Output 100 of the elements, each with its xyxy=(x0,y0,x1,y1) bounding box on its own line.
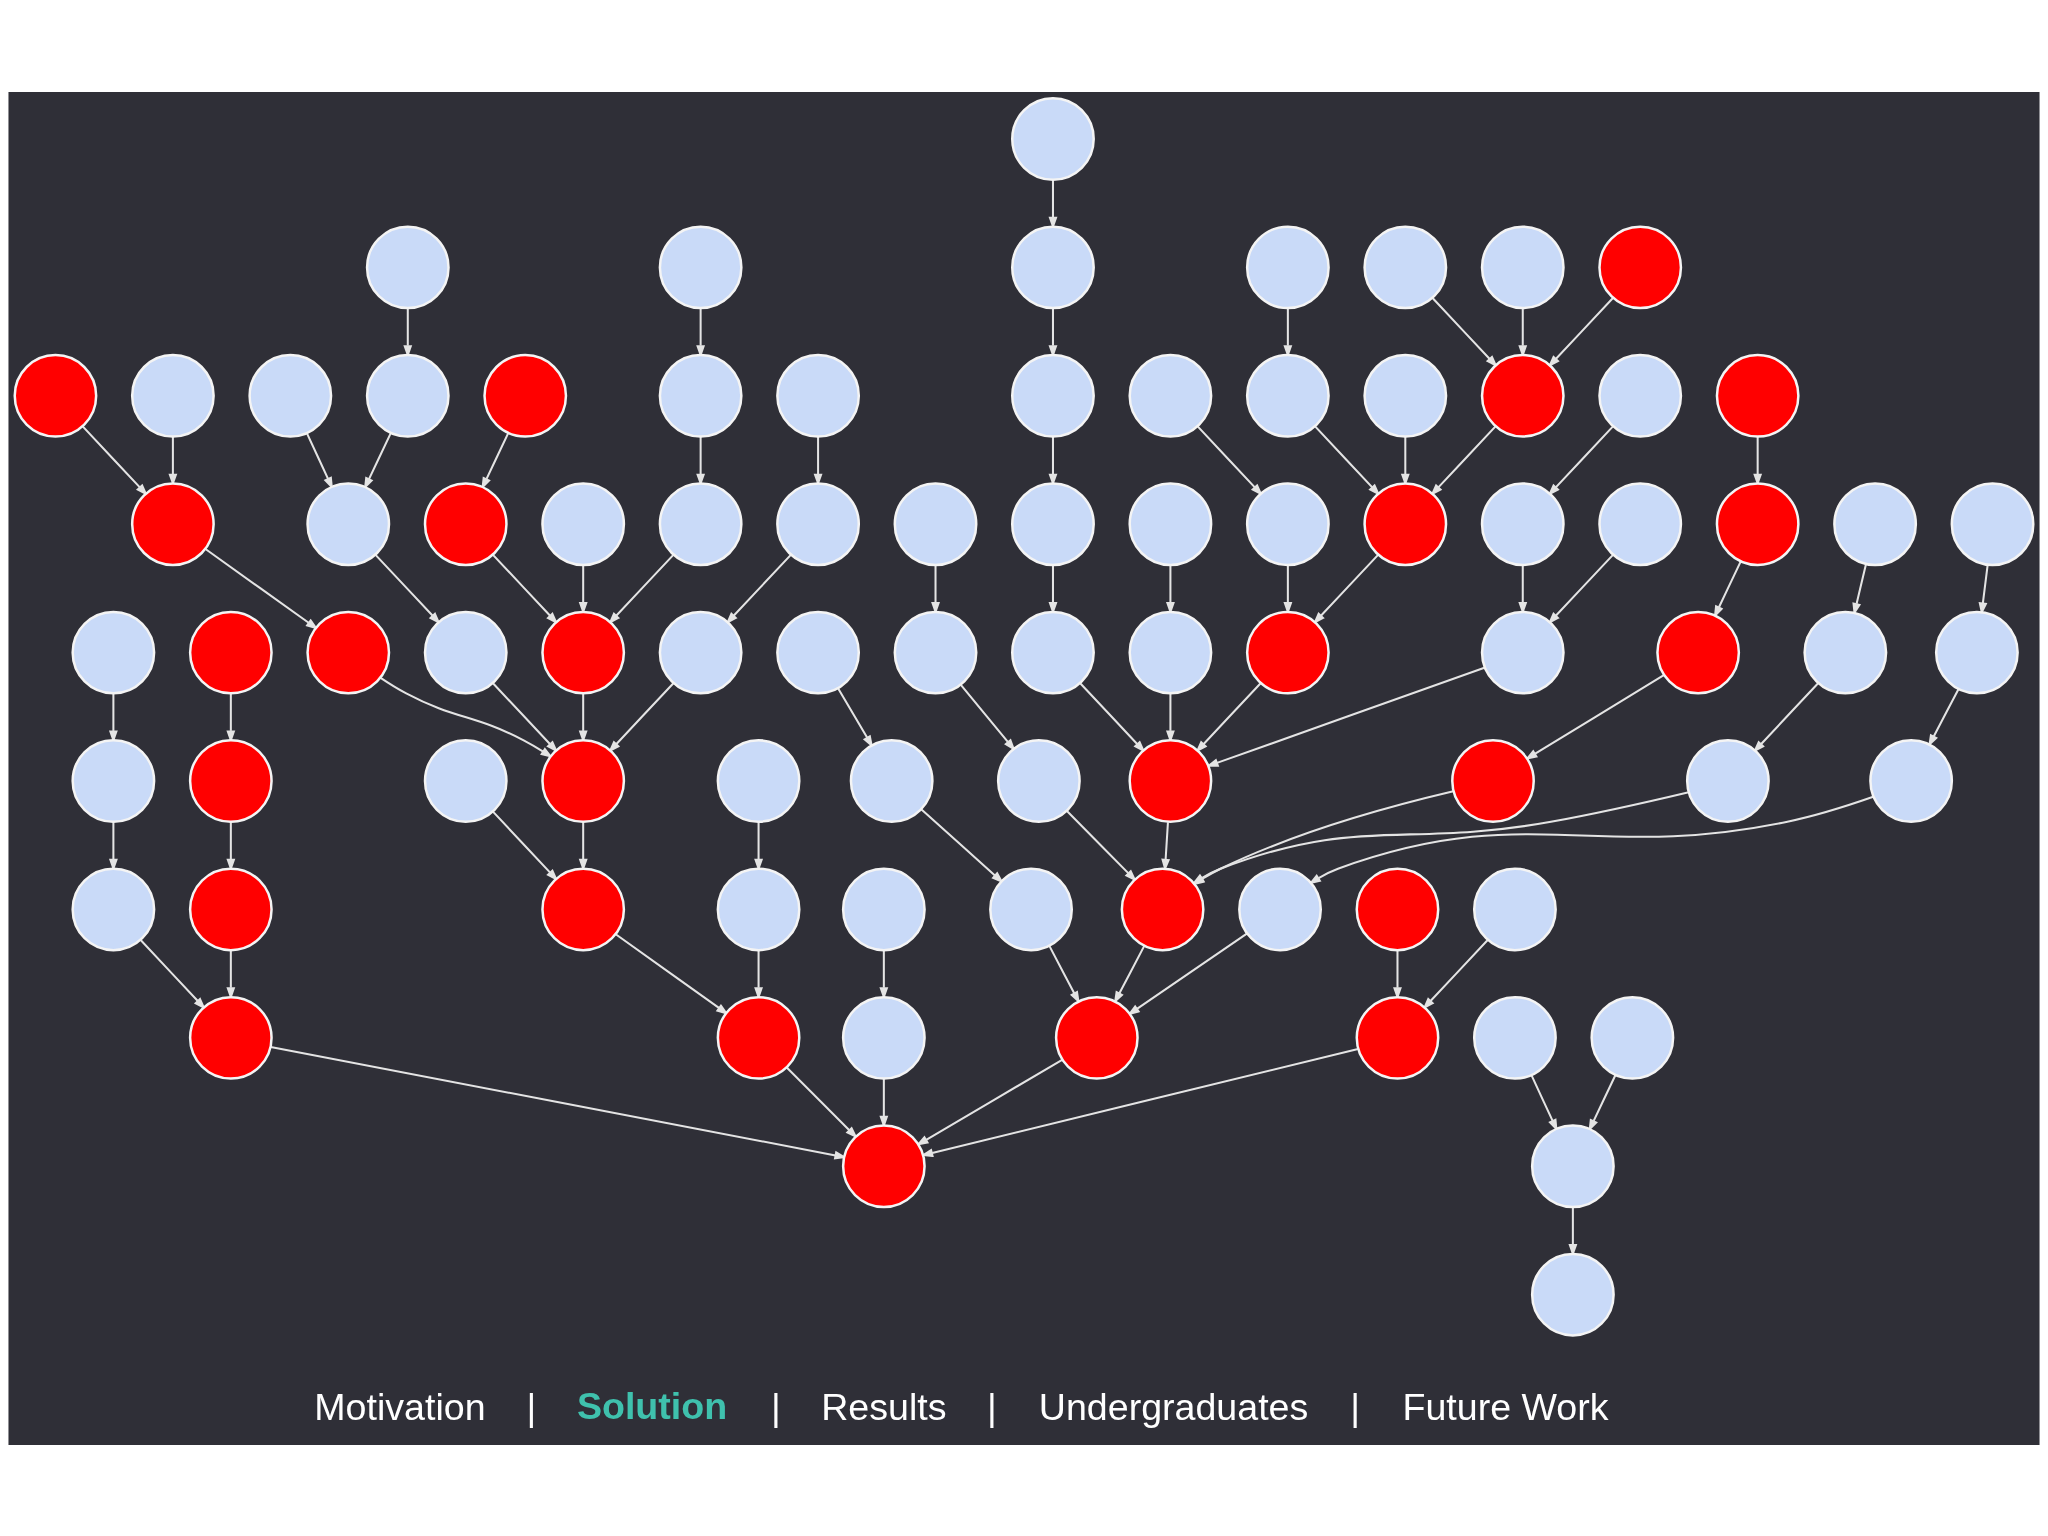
label: | xyxy=(987,1385,997,1428)
node-circle xyxy=(1715,353,1800,438)
arrow xyxy=(1530,1074,1558,1132)
label: Solution xyxy=(576,1384,728,1427)
node-circle xyxy=(1869,738,1954,823)
arrow xyxy=(492,810,559,881)
arrow xyxy=(837,687,874,748)
arrow xyxy=(1547,425,1614,496)
node-circle xyxy=(1472,866,1557,951)
node-circle xyxy=(716,738,801,823)
node-circle xyxy=(658,224,743,309)
arrow xyxy=(204,547,319,630)
arrow xyxy=(1547,296,1614,368)
node-circle xyxy=(1363,353,1448,438)
node-circle xyxy=(13,353,98,438)
label: | xyxy=(526,1385,537,1428)
node-circle xyxy=(248,353,333,438)
node-circle xyxy=(188,866,273,951)
node-circle xyxy=(71,866,156,951)
arrow xyxy=(1431,296,1498,368)
node-circle xyxy=(1530,1252,1615,1337)
node-circle xyxy=(776,610,861,695)
label: Undergraduates xyxy=(1038,1385,1309,1428)
arrow xyxy=(1066,809,1137,882)
node-circle xyxy=(1598,353,1683,438)
arrow xyxy=(81,425,148,496)
node-circle xyxy=(1472,995,1557,1080)
node-circle xyxy=(776,481,861,566)
arrow xyxy=(1928,688,1960,747)
arrow xyxy=(492,682,559,753)
arrow xyxy=(1196,425,1263,496)
arrow xyxy=(608,682,675,753)
arrow xyxy=(1079,682,1146,753)
node-circle xyxy=(1656,610,1741,695)
node-circle xyxy=(841,995,926,1080)
arrow xyxy=(786,1066,858,1139)
label: Motivation xyxy=(314,1385,486,1428)
node-circle xyxy=(423,738,508,823)
node-circle xyxy=(1011,353,1095,438)
node-circle xyxy=(71,738,156,823)
arrow xyxy=(1752,682,1819,753)
arrow xyxy=(960,684,1016,751)
arrow xyxy=(1430,425,1497,496)
node-circle xyxy=(1833,481,1918,566)
arrow xyxy=(615,932,729,1015)
node-circle xyxy=(716,866,801,951)
node-circle xyxy=(1598,224,1683,309)
node-circle xyxy=(1355,866,1440,951)
node-circle xyxy=(1363,224,1448,309)
arrow xyxy=(139,938,206,1010)
arrow xyxy=(1127,932,1248,1015)
node-circle xyxy=(658,353,743,438)
arrow xyxy=(481,432,510,490)
node-circle xyxy=(1934,610,2019,695)
arrow xyxy=(1314,425,1381,496)
node-circle xyxy=(1011,610,1095,695)
node-circle xyxy=(1715,481,1800,566)
node-circle xyxy=(1128,610,1213,695)
arrow xyxy=(492,553,559,624)
node-circle xyxy=(130,353,215,438)
arrow xyxy=(1195,682,1262,753)
node-circle xyxy=(1451,738,1535,823)
node-circle xyxy=(365,224,450,309)
node-circle xyxy=(1598,481,1683,566)
arrow xyxy=(1113,944,1146,1004)
node-circle xyxy=(306,481,391,566)
arrow xyxy=(1312,553,1379,624)
node-circle xyxy=(849,738,934,823)
arrow xyxy=(1713,560,1742,618)
node-circle xyxy=(1011,96,1095,181)
node-circle xyxy=(1590,995,1675,1080)
node-circle xyxy=(1530,1123,1615,1208)
arrow xyxy=(270,1045,848,1160)
arrow xyxy=(1308,795,1874,885)
node-circle xyxy=(1950,481,2035,566)
node-circle xyxy=(365,353,450,438)
label: | xyxy=(770,1385,781,1428)
label: Results xyxy=(821,1385,947,1428)
node-circle xyxy=(423,481,508,566)
node-circle xyxy=(188,610,273,695)
node-circle xyxy=(71,610,156,695)
node-circle xyxy=(188,738,273,823)
label: Future Work xyxy=(1402,1385,1609,1428)
arrow xyxy=(1048,944,1080,1004)
node-circle xyxy=(893,481,978,566)
node-circle xyxy=(1245,224,1330,309)
node-circle xyxy=(541,481,626,566)
arrow xyxy=(920,807,1004,883)
arrow xyxy=(374,553,441,624)
arrow xyxy=(725,553,792,624)
node-circle xyxy=(1011,224,1095,309)
arrow xyxy=(1588,1074,1617,1132)
node-circle xyxy=(483,353,568,438)
node-circle xyxy=(1011,481,1095,566)
node-circle xyxy=(1480,224,1565,309)
node-circle xyxy=(841,866,926,951)
node-circle xyxy=(776,353,861,438)
node-circle xyxy=(893,610,978,695)
node-circle xyxy=(1803,610,1888,695)
label: | xyxy=(1350,1385,1361,1428)
